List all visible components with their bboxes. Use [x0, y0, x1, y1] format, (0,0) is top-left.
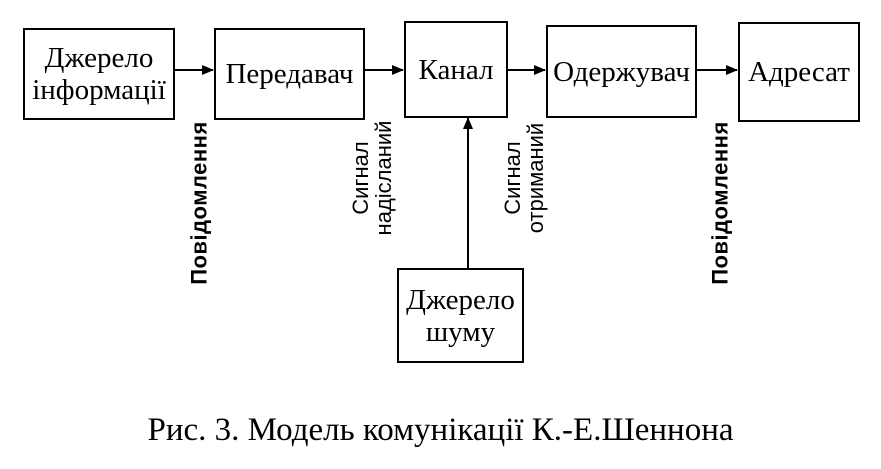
block-receiver: Одержувач [546, 25, 697, 118]
block-noise-source: Джерело шуму [397, 268, 524, 363]
label-signal-sent-line1: Сигнал [348, 141, 373, 215]
label-signal-sent: Сигнал надісланий [348, 120, 396, 236]
block-channel: Канал [404, 21, 508, 118]
label-signal-received-line2: отриманий [523, 122, 548, 234]
block-transmitter: Передавач [214, 28, 365, 120]
block-channel-label: Канал [418, 53, 494, 86]
block-noise-source-line1: Джерело [406, 283, 515, 316]
block-info-source-line2: інформації [32, 74, 166, 106]
label-message-in: Повідомлення [707, 121, 733, 285]
label-message-out: Повідомлення [186, 121, 212, 285]
block-addressee: Адресат [738, 22, 860, 122]
block-noise-source-line2: шуму [425, 315, 496, 348]
block-receiver-label: Одержувач [553, 55, 690, 88]
block-transmitter-label: Передавач [225, 58, 354, 90]
block-addressee-label: Адресат [748, 56, 850, 88]
label-signal-received-line1: Сигнал [500, 141, 525, 215]
block-info-source-line1: Джерело [44, 42, 154, 74]
block-info-source: Джерело інформації [23, 28, 175, 120]
label-signal-sent-line2: надісланий [371, 120, 396, 236]
label-signal-received: Сигнал отриманий [500, 122, 548, 234]
figure-caption: Рис. 3. Модель комунікації К.-Е.Шеннона [147, 412, 734, 448]
